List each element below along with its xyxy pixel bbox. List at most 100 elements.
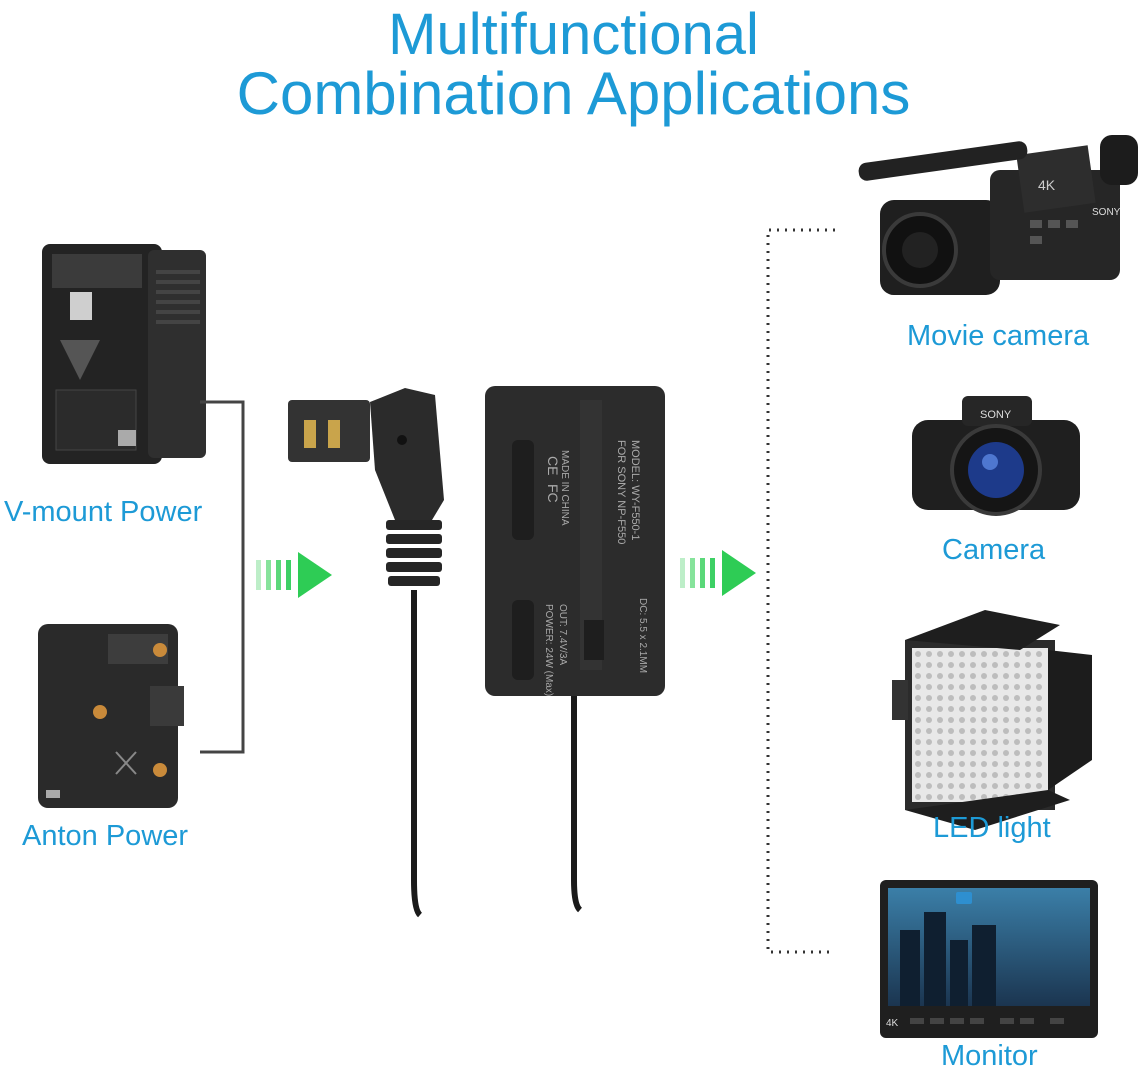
led-dot — [959, 761, 965, 767]
led-dot — [1003, 651, 1009, 657]
led-dot — [937, 728, 943, 734]
device-label-camera: Camera — [942, 534, 1046, 566]
led-dot — [937, 662, 943, 668]
led-dot — [1025, 651, 1031, 657]
led-dot — [992, 662, 998, 668]
adapter-for-text: FOR SONY NP-F550 — [615, 440, 627, 544]
led-dot — [1025, 783, 1031, 789]
monitor-image: 4K — [880, 880, 1098, 1038]
led-dot — [1036, 651, 1042, 657]
led-dot — [915, 662, 921, 668]
led-dot — [981, 739, 987, 745]
led-dot — [937, 684, 943, 690]
led-dot — [937, 794, 943, 800]
adapter-dc-text: DC: 5.5 x 2.1MM — [637, 598, 648, 673]
led-dot — [926, 728, 932, 734]
led-dot — [937, 772, 943, 778]
led-dot — [1014, 651, 1020, 657]
led-dot — [948, 695, 954, 701]
led-dot — [937, 717, 943, 723]
led-dot — [1014, 772, 1020, 778]
led-dot — [1025, 717, 1031, 723]
led-dot — [992, 684, 998, 690]
led-dot — [1014, 695, 1020, 701]
led-dot — [948, 739, 954, 745]
title-line-2: Combination Applications — [236, 60, 911, 127]
led-dot — [948, 684, 954, 690]
led-dot — [1025, 673, 1031, 679]
led-dot — [981, 717, 987, 723]
led-dot — [1014, 783, 1020, 789]
led-dot — [959, 695, 965, 701]
led-dot — [1003, 706, 1009, 712]
led-dot — [926, 673, 932, 679]
led-dot — [915, 783, 921, 789]
led-dot — [970, 772, 976, 778]
led-dot — [992, 772, 998, 778]
led-dot — [915, 750, 921, 756]
led-dot — [959, 684, 965, 690]
led-dot — [1014, 717, 1020, 723]
led-dot — [948, 717, 954, 723]
led-dot — [959, 651, 965, 657]
bracket-icon — [200, 400, 245, 754]
led-dot — [948, 673, 954, 679]
led-dot — [915, 739, 921, 745]
led-dot — [959, 673, 965, 679]
led-dot — [1025, 662, 1031, 668]
led-dot — [1003, 684, 1009, 690]
led-dot — [970, 684, 976, 690]
led-dot — [981, 706, 987, 712]
led-dot — [926, 717, 932, 723]
led-dot — [970, 695, 976, 701]
led-dot — [959, 662, 965, 668]
camcorder-4k-text: 4K — [1038, 177, 1056, 193]
led-dot — [1025, 739, 1031, 745]
led-dot — [981, 662, 987, 668]
led-dot — [937, 673, 943, 679]
led-dot — [926, 684, 932, 690]
led-dot — [915, 651, 921, 657]
led-dot — [970, 651, 976, 657]
led-dot — [970, 662, 976, 668]
led-dot — [1003, 772, 1009, 778]
led-dot — [970, 794, 976, 800]
led-dot — [937, 750, 943, 756]
led-dot — [926, 772, 932, 778]
led-dot — [937, 739, 943, 745]
adapter-model-text: MODEL: WY-F550-1 — [629, 440, 641, 540]
led-dot — [915, 761, 921, 767]
led-dot — [915, 794, 921, 800]
led-dot — [1014, 761, 1020, 767]
led-dot — [992, 651, 998, 657]
led-dot — [1003, 783, 1009, 789]
led-dot — [915, 706, 921, 712]
led-dot — [1014, 673, 1020, 679]
led-dot — [981, 761, 987, 767]
led-dot — [970, 761, 976, 767]
led-dot — [937, 761, 943, 767]
led-dot — [992, 695, 998, 701]
led-dot — [959, 717, 965, 723]
led-dot — [959, 783, 965, 789]
camera-image: SONY — [912, 396, 1080, 516]
led-dot — [1014, 662, 1020, 668]
dummy-battery-adapter-image: CE FC MODEL: WY-F550-1 FOR SONY NP-F550 … — [485, 386, 665, 913]
source-label-anton: Anton Power — [22, 820, 189, 852]
led-dot — [992, 717, 998, 723]
adapter-made-text: MADE IN CHINA — [559, 450, 570, 526]
led-dot — [1036, 739, 1042, 745]
led-dot — [1014, 750, 1020, 756]
d-tap-connector-image — [288, 388, 444, 918]
led-dot — [1003, 761, 1009, 767]
led-dot — [937, 783, 943, 789]
led-dot — [959, 739, 965, 745]
led-dot — [1014, 706, 1020, 712]
led-dot — [970, 750, 976, 756]
led-dot — [1036, 673, 1042, 679]
led-dot — [948, 706, 954, 712]
led-dot — [948, 651, 954, 657]
device-label-movie-camera: Movie camera — [907, 320, 1090, 352]
led-dot — [992, 706, 998, 712]
